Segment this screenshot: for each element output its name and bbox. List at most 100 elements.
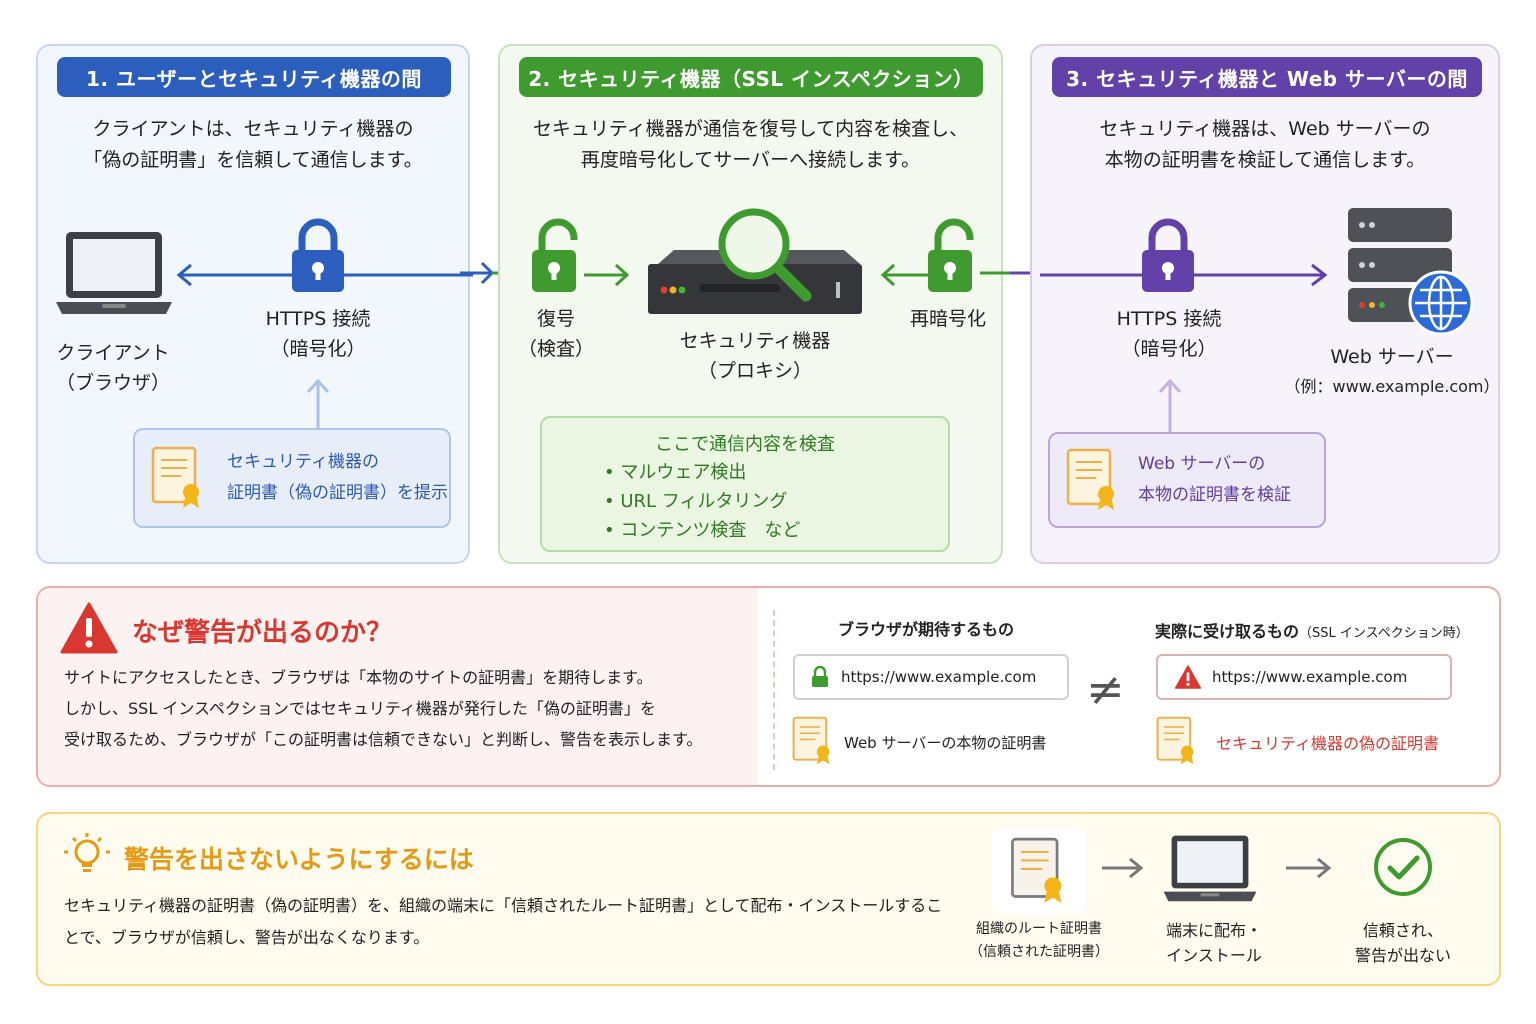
trusted-step-label: 信頼され、 警告が出ない: [1334, 918, 1472, 968]
trusted-step-line1: 信頼され、: [1362, 921, 1444, 940]
root-cert-step-line2: （信頼された証明書）: [969, 944, 1109, 960]
solution-section: 警告を出さないようにするには セキュリティ機器の証明書（偽の証明書）を、組織の端…: [36, 812, 1501, 986]
actual-cert-text: セキュリティ機器の偽の証明書: [1216, 734, 1440, 753]
warning-body-line3: 受け取るため、ブラウザが「この証明書は信頼できない」と判断し、警告を表示します。: [64, 730, 703, 749]
certificate-icon: [1011, 837, 1062, 903]
reencrypt-lock-icon: [928, 218, 974, 292]
panel-3-title: 3. セキュリティ機器と Web サーバーの間: [1052, 57, 1482, 97]
certificate-icon: [1066, 448, 1114, 510]
warning-body-line1: サイトにアクセスしたとき、ブラウザは「本物のサイトの証明書」を期待します。: [64, 668, 653, 687]
certificate-icon: [1156, 716, 1194, 765]
real-cert-line1: Web サーバーの: [1138, 454, 1266, 474]
unlock-icon: [532, 218, 578, 292]
client-label: クライアント （ブラウザ）: [48, 338, 178, 398]
expected-cert-text: Web サーバーの本物の証明書: [844, 734, 1047, 752]
real-cert-text: Web サーバーの 本物の証明書を検証: [1138, 449, 1291, 511]
client-label-line2: （ブラウザ）: [55, 372, 170, 394]
client-label-line1: クライアント: [56, 342, 170, 364]
check-circle-icon: [1374, 838, 1432, 896]
reencrypt-label: 再暗号化: [909, 308, 986, 330]
laptop-icon: [56, 232, 172, 314]
trusted-step-line2: 警告が出ない: [1354, 946, 1451, 965]
real-cert-line2: 本物の証明書を検証: [1138, 485, 1291, 505]
inspection-item-url: URL フィルタリング: [620, 491, 788, 512]
lightbulb-icon: [64, 833, 110, 872]
panel-1-desc-line1: クライアントは、セキュリティ機器の: [92, 118, 414, 140]
inspection-item-malware: マルウェア検出: [620, 462, 747, 483]
inspection-item-content: コンテンツ検査 など: [620, 520, 801, 541]
real-cert-verify-box: Web サーバーの 本物の証明書を検証: [1048, 432, 1326, 528]
warning-divider: [773, 610, 775, 770]
panel-1-description: クライアントは、セキュリティ機器の 「偽の証明書」を信頼して通信します。: [38, 114, 468, 176]
step-arrow-icon: [1102, 857, 1144, 879]
server-label: Web サーバー （例：www.example.com）: [1282, 342, 1502, 402]
actual-title-main: 実際に受け取るもの: [1155, 622, 1300, 641]
panel-1-desc-line2: 「偽の証明書」を信頼して通信します。: [83, 149, 423, 171]
device-label-line2: （プロキシ）: [697, 360, 812, 382]
arrow-out-of-device: [880, 263, 928, 287]
not-equal-sign: ≠: [1086, 662, 1125, 716]
solution-title: 警告を出さないようにするには: [124, 845, 474, 874]
expected-title: ブラウザが期待するもの: [838, 620, 1015, 639]
panel-3-desc-line2: 本物の証明書を検証して通信します。: [1104, 149, 1426, 171]
inspection-item: • マルウェア検出: [604, 462, 747, 483]
fake-cert-line1: セキュリティ機器の: [227, 452, 379, 472]
certificate-icon: [151, 446, 199, 508]
fake-cert-presented-box: セキュリティ機器の 証明書（偽の証明書）を提示: [133, 428, 451, 528]
install-step-line2: インストール: [1166, 946, 1262, 965]
https-label-line2: （暗号化）: [1121, 338, 1217, 360]
solution-body-line2: とで、ブラウザが信頼し、警告が出なくなります。: [64, 928, 430, 947]
decrypt-label-line1: 復号: [536, 308, 575, 330]
decrypt-label: 復号 （検査）: [506, 304, 606, 364]
https-label-line2: （暗号化）: [270, 338, 366, 360]
expected-url-bar: https://www.example.com: [793, 654, 1069, 700]
panel-device-to-server: 3. セキュリティ機器と Web サーバーの間 セキュリティ機器は、Web サー…: [1030, 44, 1500, 564]
warning-icon: [60, 602, 118, 654]
panel-2-description: セキュリティ機器が通信を復号して内容を検査し、 再度暗号化してサーバーへ接続しま…: [500, 114, 1001, 176]
https-label-line1: HTTPS 接続: [1116, 308, 1222, 330]
up-arrow-icon: [306, 378, 330, 428]
inspection-box: ここで通信内容を検査 • マルウェア検出 • URL フィルタリング • コンテ…: [540, 416, 950, 552]
decrypt-label-line2: （検査）: [517, 338, 594, 360]
panel-3-desc-line1: セキュリティ機器は、Web サーバーの: [1099, 118, 1431, 140]
laptop-icon: [1163, 835, 1257, 902]
panel-2-title: 2. セキュリティ機器（SSL インスペクション）: [519, 57, 983, 97]
solution-body: セキュリティ機器の証明書（偽の証明書）を、組織の端末に「信頼されたルート証明書」…: [64, 890, 942, 954]
panel-3-description: セキュリティ機器は、Web サーバーの 本物の証明書を検証して通信します。: [1032, 114, 1498, 176]
magnifier-icon: [718, 208, 812, 302]
panel-user-to-device: 1. ユーザーとセキュリティ機器の間 クライアントは、セキュリティ機器の 「偽の…: [36, 44, 473, 564]
lock-icon: [812, 666, 828, 687]
solution-body-line1: セキュリティ機器の証明書（偽の証明書）を、組織の端末に「信頼されたルート証明書」…: [64, 896, 943, 915]
install-step-label: 端末に配布・ インストール: [1144, 918, 1284, 968]
root-cert-step-label: 組織のルート証明書 （信頼された証明書）: [964, 918, 1114, 964]
inspection-item: • コンテンツ検査 など: [604, 520, 801, 541]
panel-2-desc-line1: セキュリティ機器が通信を復号して内容を検査し、: [532, 118, 969, 140]
root-cert-step-line1: 組織のルート証明書: [976, 921, 1102, 937]
actual-url-bar: https://www.example.com: [1156, 654, 1452, 700]
fake-cert-text: セキュリティ機器の 証明書（偽の証明書）を提示: [227, 447, 448, 509]
warning-title: なぜ警告が出るのか？: [132, 618, 393, 648]
https-label: HTTPS 接続 （暗号化）: [1094, 304, 1244, 364]
actual-url-text: https://www.example.com: [1212, 668, 1408, 686]
panel-1-title: 1. ユーザーとセキュリティ機器の間: [57, 57, 451, 97]
globe-icon: [1408, 270, 1474, 336]
server-label-line2: （例：www.example.com）: [1284, 377, 1500, 396]
inspection-list: • マルウェア検出 • URL フィルタリング • コンテンツ検査 など: [604, 458, 800, 545]
https-label: HTTPS 接続 （暗号化）: [243, 304, 393, 364]
inspection-item: • URL フィルタリング: [604, 491, 788, 512]
device-label: セキュリティ機器 （プロキシ）: [670, 326, 840, 386]
lock-icon: [292, 218, 344, 292]
arrow-into-device: [584, 263, 630, 287]
https-label-line1: HTTPS 接続: [265, 308, 371, 330]
certificate-icon: [792, 716, 830, 765]
lock-icon: [1142, 218, 1194, 292]
server-label-line1: Web サーバー: [1330, 346, 1454, 368]
expected-url-text: https://www.example.com: [841, 668, 1037, 686]
step-arrow-icon: [1286, 857, 1332, 879]
root-cert-step-icon: [992, 828, 1086, 914]
actual-title: 実際に受け取るもの（SSL インスペクション時）: [1155, 618, 1469, 642]
panel-security-device: 2. セキュリティ機器（SSL インスペクション） セキュリティ機器が通信を復号…: [498, 44, 1003, 564]
fake-cert-line2: 証明書（偽の証明書）を提示: [227, 483, 448, 503]
panel-2-desc-line2: 再度暗号化してサーバーへ接続します。: [580, 149, 921, 171]
warning-body-line2: しかし、SSL インスペクションではセキュリティ機器が発行した「偽の証明書」を: [64, 699, 656, 718]
